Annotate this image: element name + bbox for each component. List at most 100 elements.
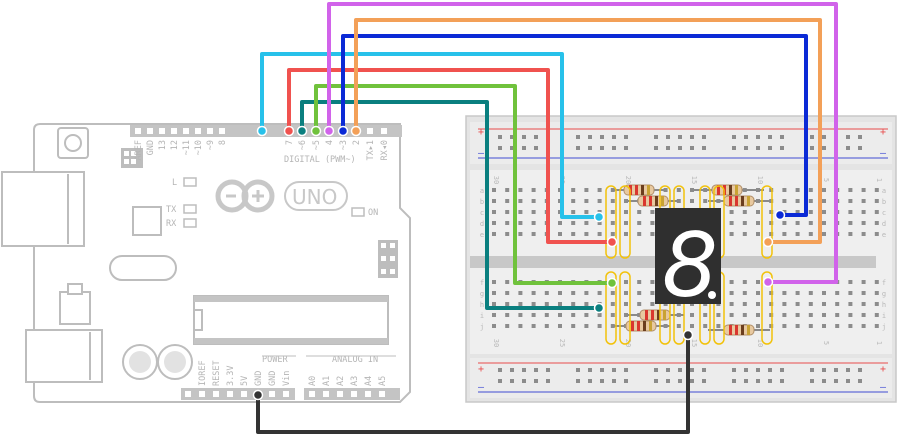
wire-teal	[296, 100, 605, 314]
breadboard-hole	[822, 221, 826, 225]
breadboard-hole	[861, 210, 866, 214]
rail-hole	[498, 135, 502, 139]
breadboard-hole	[650, 210, 655, 214]
analog-label: ANALOG IN	[332, 355, 378, 365]
rail-hole	[858, 135, 862, 139]
row-letter: b	[480, 198, 484, 206]
rail-plus-left-top: +	[478, 127, 484, 138]
breadboard-hole	[505, 280, 510, 284]
rail-hole	[810, 368, 814, 372]
breadboard-hole	[650, 221, 655, 225]
breadboard-hole	[769, 313, 774, 317]
breadboard-hole	[571, 221, 576, 225]
breadboard-hole	[492, 188, 496, 192]
digital-pin-label: RX◂0	[380, 140, 390, 160]
header-hole	[219, 128, 225, 134]
breadboard-hole	[584, 324, 589, 328]
row-letter: f	[480, 279, 484, 287]
rail-hole	[780, 379, 784, 383]
breadboard-hole	[861, 313, 866, 317]
breadboard-hole	[531, 188, 536, 192]
breadboard-hole	[703, 199, 708, 203]
row-letter: i	[480, 312, 484, 320]
breadboard-hole	[518, 188, 523, 192]
rail-hole	[846, 135, 850, 139]
breadboard-hole	[729, 291, 734, 295]
column-number: 15	[690, 339, 698, 347]
breadboard-hole	[518, 291, 523, 295]
breadboard-hole	[848, 199, 853, 203]
breadboard-hole	[637, 280, 642, 284]
breadboard-hole	[690, 324, 694, 328]
breadboard-hole	[571, 210, 576, 214]
rail-hole	[546, 379, 550, 383]
rail-hole	[612, 146, 616, 150]
digital-pin-label: 7	[285, 140, 295, 145]
breadboard-hole	[518, 313, 523, 317]
breadboard-hole	[624, 232, 628, 236]
rail-hole	[702, 135, 706, 139]
icsp-header-right	[378, 240, 398, 278]
led-l	[183, 177, 197, 187]
breadboard-hole	[769, 324, 774, 328]
rail-hole	[666, 368, 670, 372]
rail-hole	[624, 379, 628, 383]
breadboard-hole	[861, 188, 866, 192]
rail-hole	[576, 135, 580, 139]
breadboard-hole	[505, 302, 510, 306]
rail-hole	[768, 135, 772, 139]
rail-hole	[702, 146, 706, 150]
header-hole	[367, 128, 373, 134]
led-on	[351, 207, 365, 217]
breadboard-hole	[650, 232, 655, 236]
header-hole	[337, 391, 343, 397]
digital-pin-label: ~10	[194, 140, 204, 155]
rail-hole	[666, 146, 670, 150]
breadboard-hole	[795, 221, 800, 225]
header-hole	[199, 391, 205, 397]
breadboard-hole	[637, 221, 642, 225]
header-hole	[195, 128, 201, 134]
breadboard-hole	[782, 313, 787, 317]
row-letter: g	[480, 290, 484, 298]
breadboard-hole	[624, 291, 628, 295]
breadboard-hole	[610, 291, 615, 295]
breadboard-hole	[782, 302, 787, 306]
breadboard-hole	[676, 188, 681, 192]
digital-pin-label: AREF	[134, 140, 144, 160]
breadboard-hole	[716, 313, 721, 317]
rail-hole	[768, 146, 772, 150]
analog-pin-label: A2	[336, 376, 346, 386]
rail-plus-right-top: +	[880, 127, 886, 138]
breadboard-hole	[729, 313, 734, 317]
breadboard-hole	[505, 221, 510, 225]
breadboard-hole	[650, 291, 655, 295]
resistor	[612, 320, 670, 332]
rail-hole	[780, 146, 784, 150]
rail-hole	[534, 135, 538, 139]
rail-hole	[702, 379, 706, 383]
breadboard-hole	[808, 210, 813, 214]
breadboard-hole	[703, 313, 708, 317]
breadboard-hole	[782, 188, 787, 192]
breadboard-hole	[505, 232, 510, 236]
rail-hole	[588, 379, 592, 383]
atmega-chip	[193, 295, 389, 345]
rail-hole	[600, 379, 604, 383]
rail-hole	[600, 146, 604, 150]
seven-segment-display: 8	[655, 208, 721, 317]
breadboard-hole	[637, 210, 642, 214]
breadboard-hole	[756, 291, 760, 295]
led-tx	[183, 204, 197, 214]
breadboard-hole	[782, 232, 787, 236]
rail-hole	[846, 146, 850, 150]
header-hole	[183, 128, 189, 134]
digital-pin-label: ~9	[206, 140, 216, 150]
breadboard-hole	[782, 210, 787, 214]
breadboard-hole	[822, 232, 826, 236]
row-letter: a	[882, 187, 886, 195]
digital-pin-label: GND	[146, 140, 156, 155]
header-hole	[381, 128, 387, 134]
breadboard-hole	[492, 313, 496, 317]
